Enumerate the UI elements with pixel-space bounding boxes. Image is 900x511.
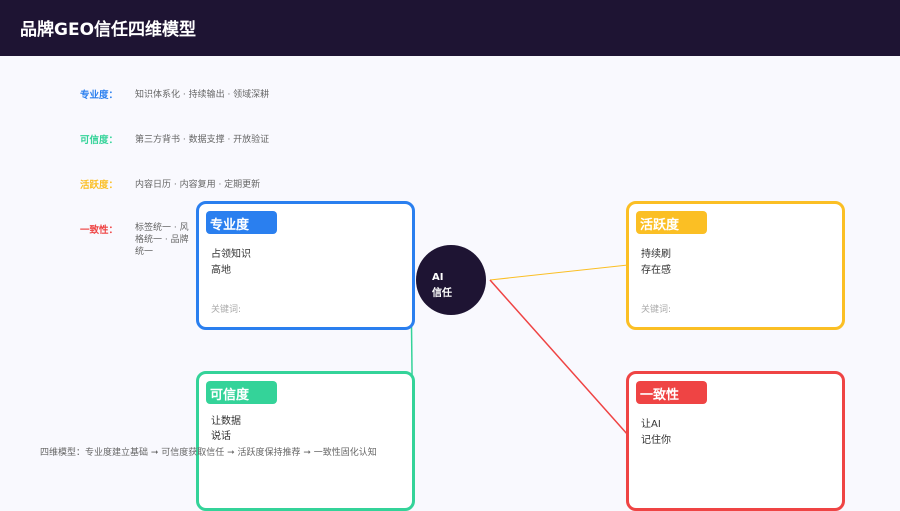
row-desc-professional: 知识体系化 · 持续输出 · 领域深耕 xyxy=(135,90,270,100)
card-tag: 活跃度 xyxy=(636,211,707,234)
row-label-professional: 专业度： xyxy=(80,90,119,101)
footer-summary: 四维模型：专业度建立基础 ➞ 可信度获取信任 ➞ 活跃度保持推荐 ➞ 一致性固化… xyxy=(40,448,377,458)
card-keywords: 关键词: xyxy=(641,305,672,315)
row-label-consistency: 一致性： xyxy=(80,225,119,236)
row-desc-credibility: 第三方背书 · 数据支撑 · 开放验证 xyxy=(135,135,270,145)
card-tag: 一致性 xyxy=(636,381,707,404)
card-tag: 专业度 xyxy=(206,211,277,234)
card-activity: 活跃度 持续刷存在感 关键词: xyxy=(626,201,845,330)
connector-consistency xyxy=(489,279,629,436)
card-text: 持续刷存在感 xyxy=(641,249,671,276)
page-title: 品牌GEO信任四维模型 xyxy=(20,20,197,40)
card-text: 占领知识高地 xyxy=(211,249,251,276)
card-professional: 专业度 占领知识高地 关键词: xyxy=(196,201,415,330)
connector-activity xyxy=(489,264,629,281)
row-desc-consistency: 标签统一 · 风格统一 · 品牌统一 xyxy=(135,223,189,257)
card-tag: 可信度 xyxy=(206,381,277,404)
row-desc-activity: 内容日历 · 内容复用 · 定期更新 xyxy=(135,180,261,190)
card-credibility: 可信度 让数据说话 xyxy=(196,371,415,511)
card-text: 让数据说话 xyxy=(211,416,241,442)
card-keywords: 关键词: xyxy=(211,305,242,315)
row-label-activity: 活跃度： xyxy=(80,180,119,191)
header: 品牌GEO信任四维模型 xyxy=(0,0,900,56)
row-label-credibility: 可信度： xyxy=(80,135,119,146)
